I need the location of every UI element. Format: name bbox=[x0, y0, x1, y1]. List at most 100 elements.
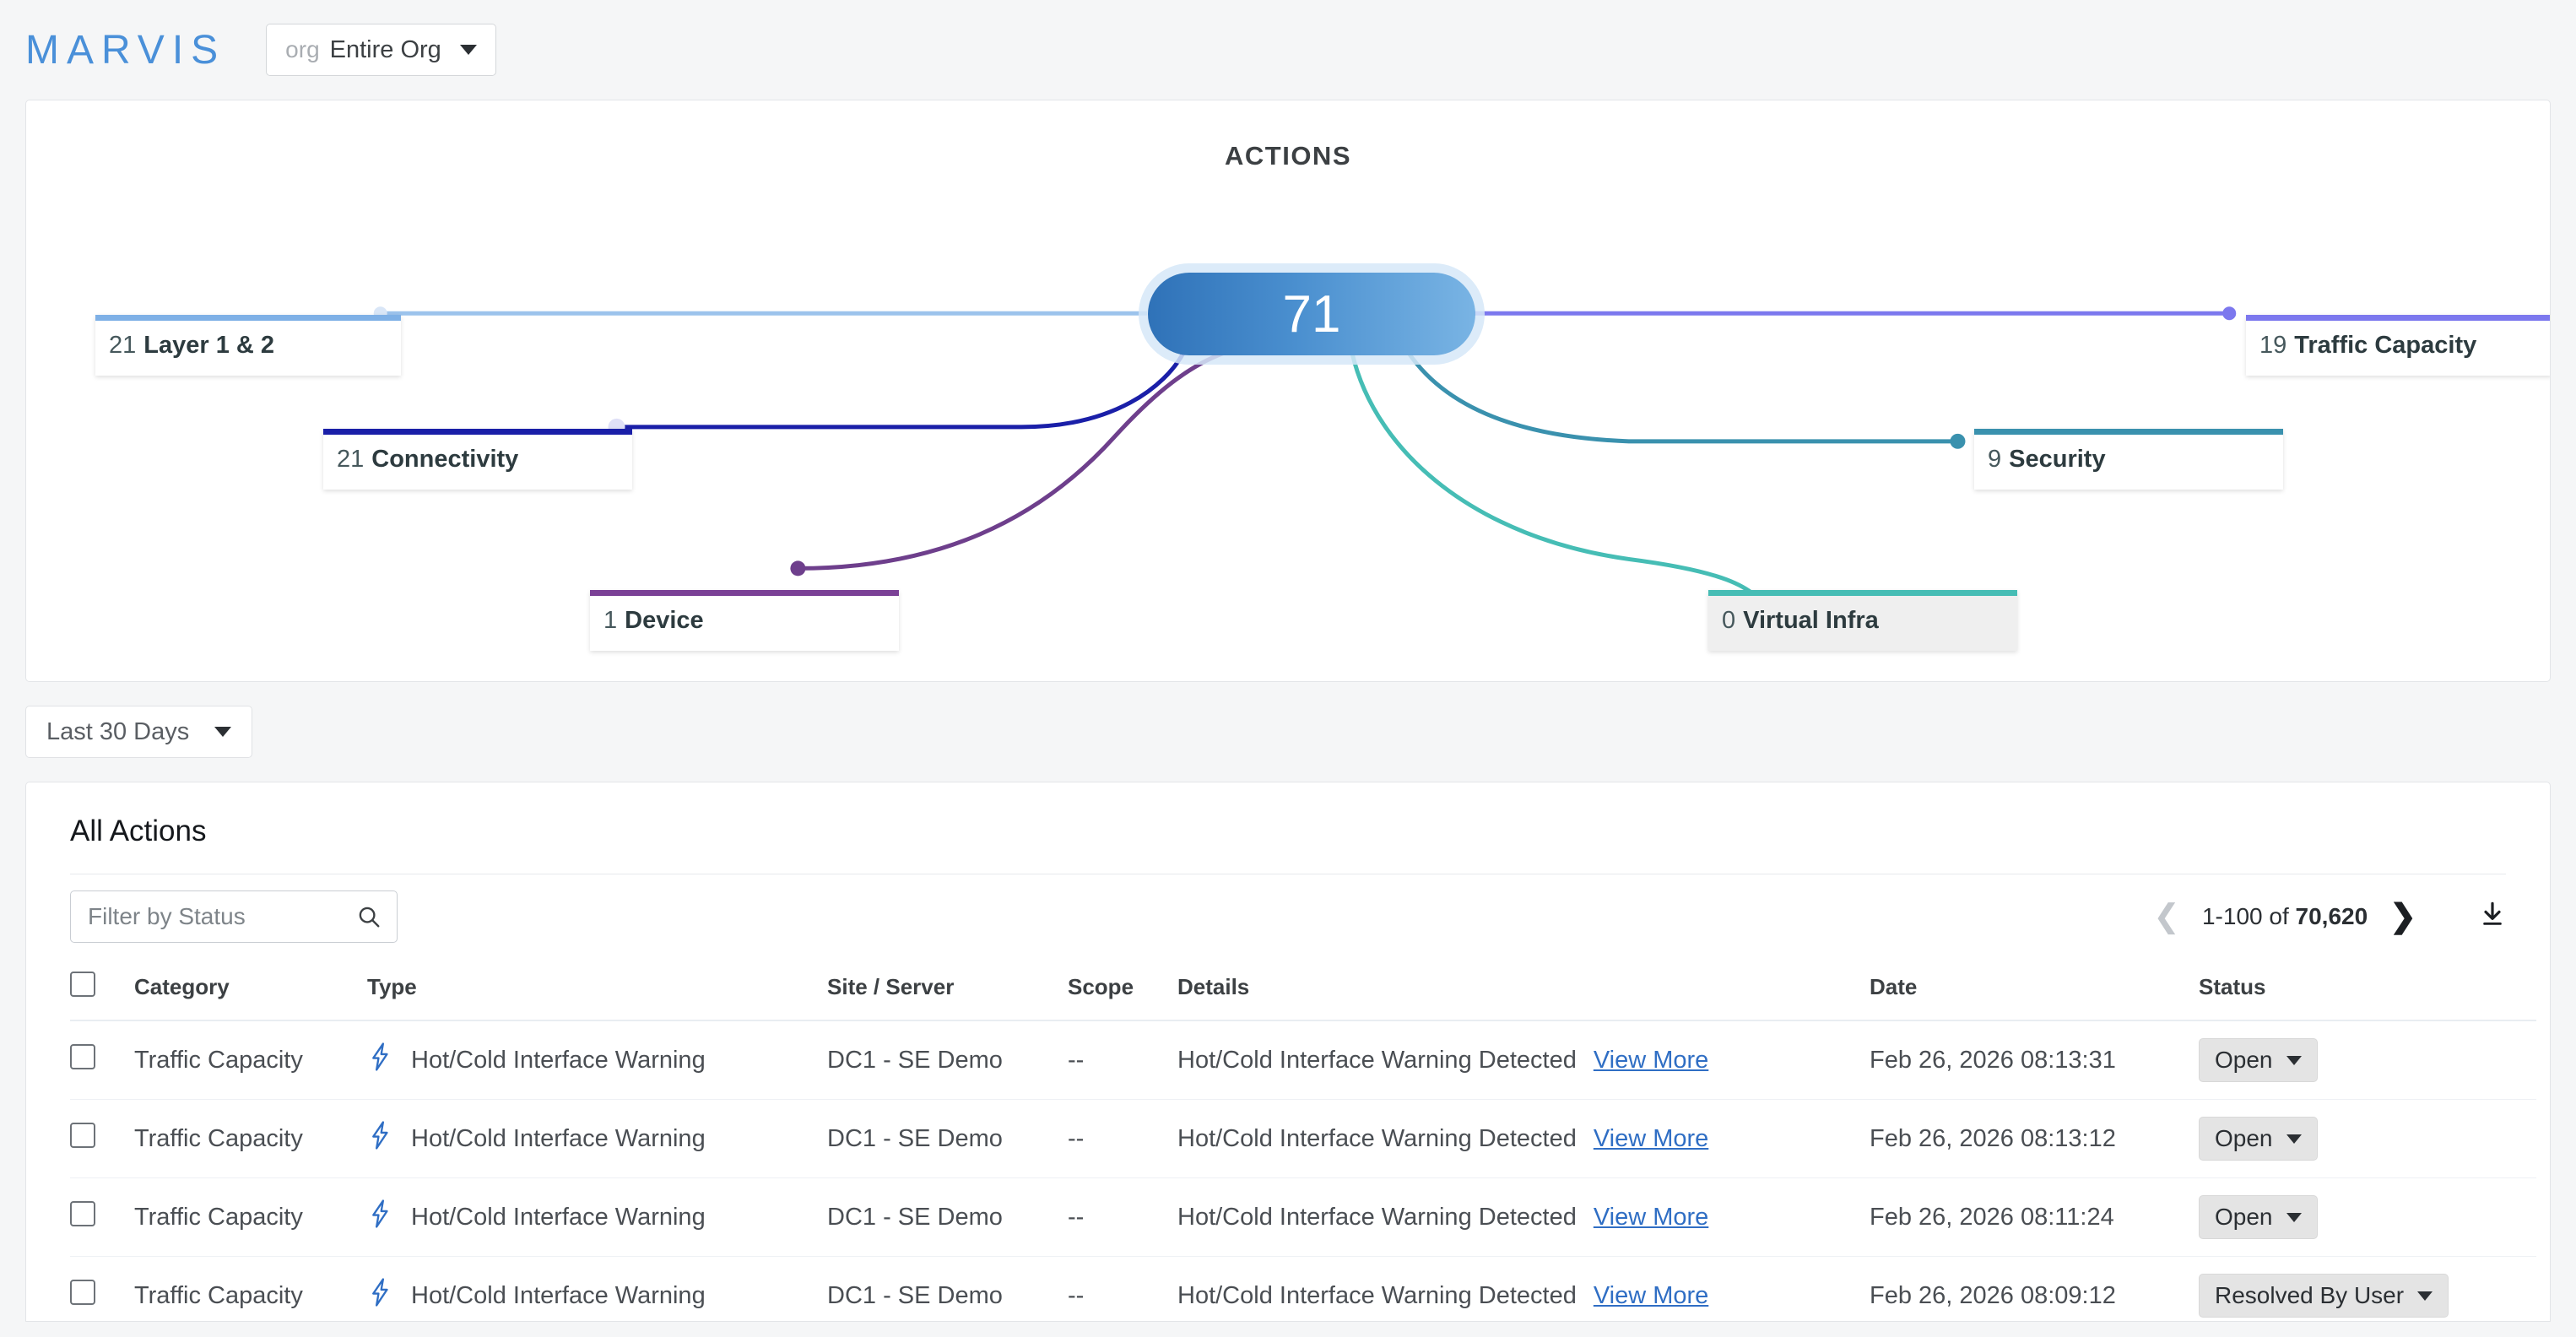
column-header-date[interactable]: Date bbox=[1870, 958, 2199, 1021]
status-dropdown[interactable]: Open bbox=[2199, 1117, 2318, 1161]
org-selector-value: Entire Org bbox=[329, 35, 441, 63]
node-label: Connectivity bbox=[371, 445, 519, 473]
cell-details: Hot/Cold Interface Warning Detected View … bbox=[1177, 1256, 1870, 1321]
app-header: MARVIS org Entire Org bbox=[0, 0, 2576, 100]
view-more-link[interactable]: View More bbox=[1593, 1203, 1709, 1231]
pagination-total: 70,620 bbox=[2295, 902, 2368, 929]
table-row[interactable]: Traffic Capacity Hot/Cold Interface Warni… bbox=[70, 1256, 2536, 1321]
view-more-link[interactable]: View More bbox=[1593, 1281, 1709, 1309]
cell-type-text: Hot/Cold Interface Warning bbox=[411, 1281, 706, 1309]
org-selector[interactable]: org Entire Org bbox=[266, 24, 496, 76]
chevron-down-icon bbox=[2417, 1291, 2433, 1301]
node-count: 21 bbox=[109, 331, 137, 359]
diagram-node-security[interactable]: 9 Security bbox=[1974, 429, 2283, 490]
actions-total-node[interactable]: 71 bbox=[1148, 273, 1475, 355]
column-header-status[interactable]: Status bbox=[2199, 958, 2536, 1021]
view-more-link[interactable]: View More bbox=[1593, 1124, 1709, 1152]
status-dropdown[interactable]: Open bbox=[2199, 1195, 2318, 1239]
row-select-cell bbox=[70, 1177, 134, 1257]
table-toolbar: ❮ 1-100 of 70,620 ❯ bbox=[70, 874, 2506, 958]
row-checkbox[interactable] bbox=[70, 1123, 95, 1148]
pagination-prev-button[interactable]: ❮ bbox=[2153, 898, 2180, 934]
column-header-site-server[interactable]: Site / Server bbox=[827, 958, 1068, 1021]
cell-site-server: DC1 - SE Demo bbox=[827, 1099, 1068, 1178]
cell-category: Traffic Capacity bbox=[134, 1020, 367, 1100]
chevron-down-icon bbox=[2286, 1134, 2302, 1144]
row-checkbox[interactable] bbox=[70, 1044, 95, 1069]
edge-endpoint-traffic-capacity bbox=[2222, 306, 2237, 321]
all-actions-body: ❮ 1-100 of 70,620 ❯ bbox=[70, 874, 2536, 1321]
pagination-next-button[interactable]: ❯ bbox=[2389, 898, 2416, 934]
node-accent-bar bbox=[1974, 429, 2283, 435]
column-header-category[interactable]: Category bbox=[134, 958, 367, 1021]
view-more-link[interactable]: View More bbox=[1593, 1046, 1709, 1074]
download-icon[interactable] bbox=[2479, 901, 2506, 932]
all-actions-card: All Actions ❮ 1-100 of 70,620 ❯ bbox=[25, 782, 2551, 1322]
lightning-bolt-icon bbox=[367, 1278, 392, 1313]
row-select-cell bbox=[70, 1099, 134, 1178]
diagram-node-layer-1-and-2[interactable]: 21 Layer 1 & 2 bbox=[95, 315, 401, 376]
row-select-cell bbox=[70, 1020, 134, 1100]
cell-date: Feb 26, 2026 08:13:12 bbox=[1870, 1099, 2199, 1178]
node-label: Traffic Capacity bbox=[2294, 331, 2477, 359]
cell-category: Traffic Capacity bbox=[134, 1256, 367, 1321]
diagram-node-device[interactable]: 1 Device bbox=[590, 590, 899, 651]
table-header-row: Category Type Site / Server Scope Detail… bbox=[70, 958, 2536, 1021]
edge-connectivity bbox=[616, 351, 1186, 430]
edge-virtual-infra bbox=[1350, 352, 1771, 616]
org-selector-label: org bbox=[285, 36, 320, 62]
cell-status: Open bbox=[2199, 1177, 2536, 1257]
row-checkbox[interactable] bbox=[70, 1280, 95, 1305]
status-value: Resolved By User bbox=[2215, 1282, 2405, 1308]
column-header-type[interactable]: Type bbox=[367, 958, 827, 1021]
cell-type: Hot/Cold Interface Warning bbox=[367, 1256, 827, 1321]
status-filter[interactable] bbox=[70, 890, 398, 943]
cell-status: Open bbox=[2199, 1020, 2536, 1100]
node-accent-bar bbox=[590, 590, 899, 596]
search-icon bbox=[359, 907, 380, 927]
column-header-scope[interactable]: Scope bbox=[1068, 958, 1177, 1021]
node-count: 0 bbox=[1722, 606, 1736, 634]
select-all-checkbox[interactable] bbox=[70, 972, 95, 997]
diagram-node-connectivity[interactable]: 21 Connectivity bbox=[323, 429, 632, 490]
lightning-bolt-icon bbox=[367, 1199, 392, 1235]
pagination: ❮ 1-100 of 70,620 ❯ bbox=[2153, 901, 2506, 933]
date-filter-row: Last 30 Days bbox=[0, 682, 2576, 782]
status-dropdown[interactable]: Resolved By User bbox=[2199, 1274, 2449, 1318]
node-count: 21 bbox=[337, 445, 365, 473]
pagination-range-text: 1-100 of bbox=[2201, 902, 2296, 929]
cell-status: Resolved By User bbox=[2199, 1256, 2536, 1321]
status-dropdown[interactable]: Open bbox=[2199, 1038, 2318, 1082]
node-accent-bar bbox=[2246, 315, 2550, 321]
row-checkbox[interactable] bbox=[70, 1201, 95, 1226]
marvis-logo: MARVIS bbox=[25, 27, 226, 73]
node-accent-bar bbox=[1708, 590, 2017, 596]
chevron-down-icon bbox=[459, 45, 477, 55]
cell-type: Hot/Cold Interface Warning bbox=[367, 1177, 827, 1257]
chevron-down-icon bbox=[214, 727, 232, 737]
actions-table: Category Type Site / Server Scope Detail… bbox=[70, 958, 2536, 1321]
diagram-node-traffic-capacity[interactable]: 19 Traffic Capacity bbox=[2246, 315, 2550, 376]
cell-site-server: DC1 - SE Demo bbox=[827, 1020, 1068, 1100]
cell-status: Open bbox=[2199, 1099, 2536, 1178]
edge-device bbox=[798, 350, 1225, 571]
node-accent-bar bbox=[323, 429, 632, 435]
cell-category: Traffic Capacity bbox=[134, 1099, 367, 1178]
cell-details: Hot/Cold Interface Warning Detected View … bbox=[1177, 1177, 1870, 1257]
cell-scope: -- bbox=[1068, 1099, 1177, 1178]
node-label: Security bbox=[2009, 445, 2106, 473]
date-range-selector[interactable]: Last 30 Days bbox=[25, 706, 253, 758]
column-header-details[interactable]: Details bbox=[1177, 958, 1870, 1021]
chevron-down-icon bbox=[2286, 1055, 2302, 1065]
cell-details-text: Hot/Cold Interface Warning Detected bbox=[1177, 1203, 1577, 1231]
cell-details-text: Hot/Cold Interface Warning Detected bbox=[1177, 1281, 1577, 1309]
diagram-node-virtual-infra[interactable]: 0 Virtual Infra bbox=[1708, 590, 2017, 651]
cell-date: Feb 26, 2026 08:11:24 bbox=[1870, 1177, 2199, 1257]
lightning-bolt-icon bbox=[367, 1121, 392, 1156]
cell-scope: -- bbox=[1068, 1256, 1177, 1321]
status-filter-input[interactable] bbox=[86, 901, 339, 931]
chevron-down-icon bbox=[2286, 1212, 2302, 1222]
